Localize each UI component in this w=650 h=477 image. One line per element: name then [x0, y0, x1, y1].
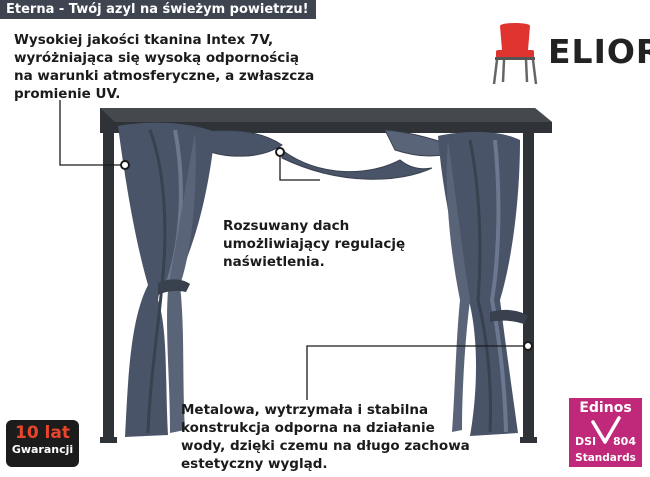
callout-roof-line: Rozsuwany dach [223, 218, 350, 234]
checkmark-icon [591, 416, 621, 444]
certificate-code-right: 804 [613, 435, 636, 448]
certificate-code-left: DSI [575, 435, 597, 448]
callout-frame-line: estetyczny wygląd. [181, 456, 328, 472]
brand-logo: ELIOR [486, 20, 650, 90]
brand-name: ELIOR [548, 32, 650, 71]
callout-frame-line: konstrukcja odporna na działanie [181, 420, 435, 436]
roof-fabric [188, 129, 464, 180]
callout-leaders [59, 100, 528, 400]
certificate-badge: Edinos DSI 804 Standards [569, 398, 642, 467]
callout-frame: Metalowa, wytrzymała i stabilna konstruk… [181, 401, 470, 473]
warranty-years: 10 lat [14, 423, 70, 443]
page-title: Eterna - Twój azyl na świeżym powietrzu! [0, 0, 316, 19]
callout-fabric-line: promienie UV. [14, 86, 121, 102]
callout-roof-line: naświetlenia. [223, 254, 325, 270]
pergola-frame [100, 108, 552, 443]
callout-frame-line: wody, dzięki czemu na długo zachowa [181, 438, 470, 454]
right-curtain [438, 131, 528, 436]
left-curtain [118, 122, 215, 437]
callout-markers [120, 147, 533, 351]
callout-roof-line: umożliwiający regulację [223, 236, 406, 252]
callout-roof: Rozsuwany dach umożliwiający regulację n… [223, 217, 405, 271]
callout-fabric-line: Wysokiej jakości tkanina Intex 7V, [14, 32, 274, 48]
callout-fabric-line: na warunki atmosferyczne, a zwłaszcza [14, 68, 315, 84]
callout-fabric: Wysokiej jakości tkanina Intex 7V, wyróż… [14, 31, 314, 103]
callout-fabric-line: wyróżniająca się wysoką odpornością [14, 50, 300, 66]
chair-icon [492, 23, 538, 85]
warranty-label: Gwarancji [11, 443, 74, 456]
certificate-label: Standards [575, 452, 636, 464]
callout-frame-line: Metalowa, wytrzymała i stabilna [181, 402, 429, 418]
certificate-name: Edinos [579, 400, 632, 416]
warranty-badge: 10 lat Gwarancji [6, 420, 79, 467]
